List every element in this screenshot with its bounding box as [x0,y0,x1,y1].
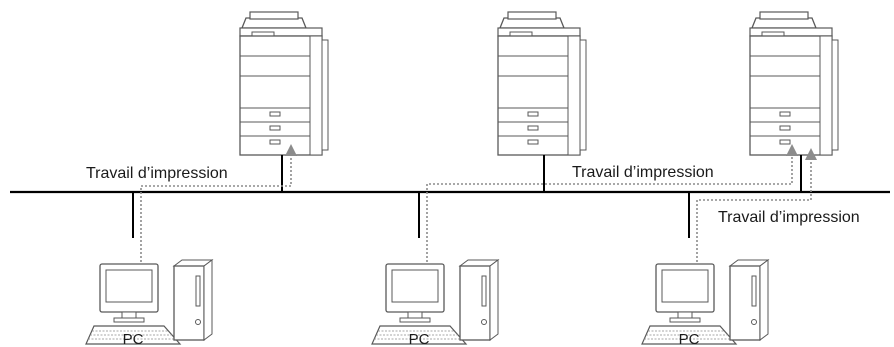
job-arrow-right [805,148,817,160]
pc-label-left: PC [123,331,144,347]
pc-middle [371,259,499,345]
printer-left [239,11,329,156]
job-arrow-left [285,144,297,156]
job-path-right [696,160,812,262]
pc-right [641,259,769,345]
pc-label-middle: PC [409,331,430,347]
print-job-label-middle: Travail d’impression [572,164,714,181]
job-path-left [140,156,292,262]
job-arrow-middle [786,144,798,156]
printer-right [749,11,839,156]
pc-left [85,259,213,345]
print-job-label-right: Travail d’impression [718,209,860,226]
print-job-label-left: Travail d’impression [86,165,228,182]
printer-middle [497,11,587,156]
job-path-middle [426,156,793,262]
pc-label-right: PC [679,331,700,347]
